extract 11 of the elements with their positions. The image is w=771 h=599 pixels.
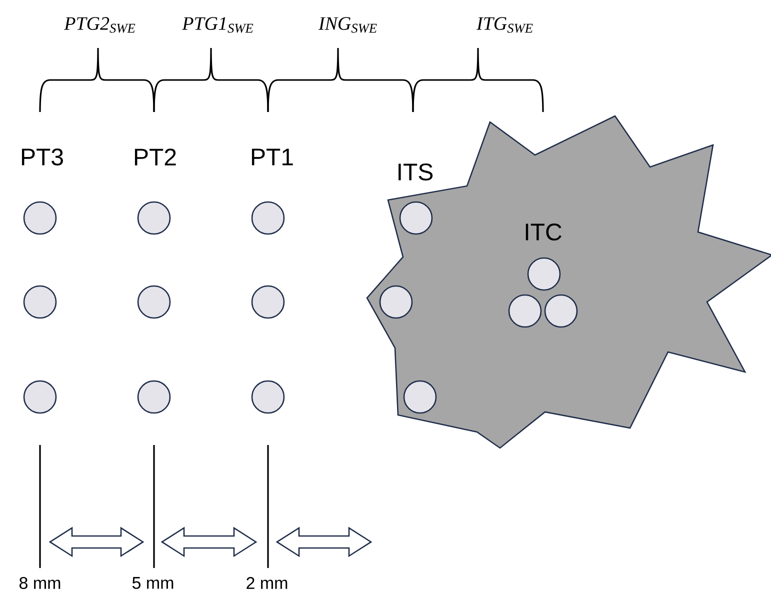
region-label: PT2 <box>134 148 176 166</box>
gap-label: PTG1$_{SWE}$ <box>182 17 254 33</box>
gap-label: PTG2$_{SWE}$ <box>64 17 136 33</box>
dimension-label: 2 mm <box>246 577 288 589</box>
region-label: PT3 <box>22 148 63 166</box>
dimension-label: 5 mm <box>132 577 174 589</box>
gap-label: ING$_{SWE}$ <box>318 17 377 33</box>
gap-label: ITG$_{SWE}$ <box>476 17 533 33</box>
region-label: PT1 <box>252 148 293 166</box>
region-label: ITS <box>398 164 433 180</box>
dimension-label: 8 mm <box>20 576 60 589</box>
